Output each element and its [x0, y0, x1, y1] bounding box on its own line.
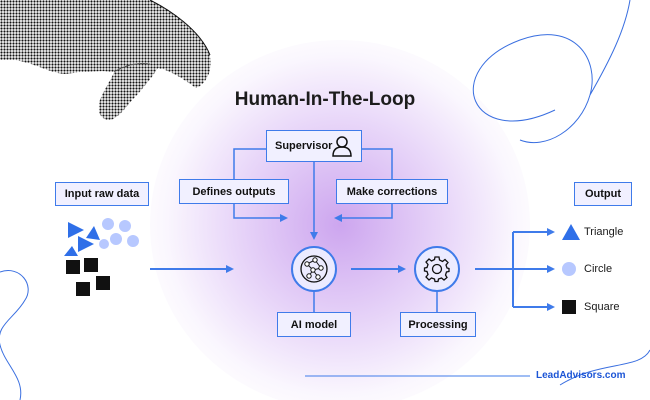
defines-outputs-box: Defines outputs — [179, 179, 289, 204]
ai-model-box: AI model — [277, 312, 351, 337]
input-raw-data-label: Input raw data — [64, 188, 140, 200]
decor-swirl-top — [472, 0, 631, 144]
output-label: Output — [584, 188, 622, 200]
neural-network-icon — [300, 255, 328, 283]
processing-label: Processing — [408, 318, 468, 331]
user-icon — [332, 136, 352, 157]
square-icon — [562, 300, 576, 314]
output-circle-label: Circle — [584, 263, 613, 275]
processing-box: Processing — [400, 312, 476, 337]
output-square-label: Square — [584, 301, 620, 313]
input-raw-data-box: Input raw data — [55, 182, 149, 206]
triangle-icon — [562, 224, 580, 240]
raw-data-shapes — [64, 218, 139, 296]
supervisor-box: Supervisor — [266, 130, 362, 162]
brand-link[interactable]: LeadAdvisors.com — [536, 370, 626, 381]
ai-model-label: AI model — [290, 318, 338, 331]
decor-swirl-left — [0, 270, 29, 400]
make-corrections-label: Make corrections — [346, 185, 438, 198]
defines-outputs-label: Defines outputs — [192, 185, 276, 198]
output-triangle-label: Triangle — [584, 226, 624, 238]
gear-icon — [423, 256, 450, 283]
ai-model-node — [291, 246, 337, 292]
supervisor-label: Supervisor — [275, 140, 333, 152]
processing-node — [414, 246, 460, 292]
page-title: Human-In-The-Loop — [234, 89, 416, 110]
circle-icon — [562, 262, 576, 276]
make-corrections-box: Make corrections — [336, 179, 448, 204]
decor-swirl-bottom — [559, 349, 650, 386]
hand-illustration — [0, 0, 211, 120]
output-box: Output — [574, 182, 632, 206]
